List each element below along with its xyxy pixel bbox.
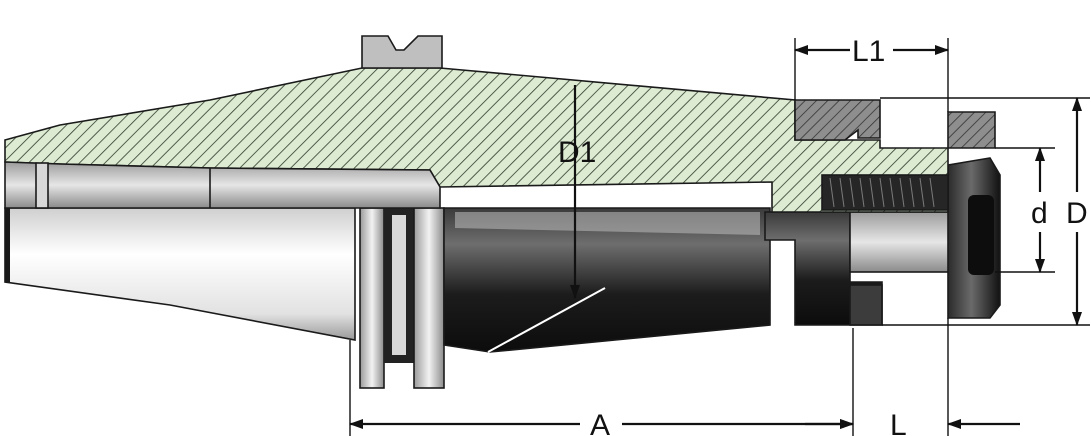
l-label: L — [890, 409, 907, 436]
bore-ring — [35, 162, 49, 209]
flange-lower-right — [413, 207, 445, 389]
pilot-bore — [849, 211, 951, 273]
flange-lower-left — [359, 207, 385, 389]
drive-key — [849, 284, 883, 326]
conical-body — [443, 207, 771, 353]
flange-top — [361, 35, 443, 69]
taper-shank-end-rim — [5, 208, 10, 282]
cone-chamfer-line — [487, 287, 606, 353]
drive-collar — [794, 99, 881, 141]
d-label: d — [1031, 197, 1048, 230]
drive-collar-right — [947, 111, 996, 149]
thread-insert — [821, 174, 949, 211]
screw-head-slot — [968, 195, 994, 275]
a-label: A — [590, 409, 610, 436]
inner-bore-outline — [4, 161, 441, 209]
thread-lines — [829, 177, 935, 208]
D-label: D — [1066, 197, 1088, 230]
d1-label: D1 — [558, 136, 596, 169]
flange-groove-inner — [392, 215, 406, 355]
l1-label: L1 — [852, 35, 885, 68]
conical-body-highlight — [455, 212, 760, 235]
taper-shank-lower — [4, 207, 356, 341]
